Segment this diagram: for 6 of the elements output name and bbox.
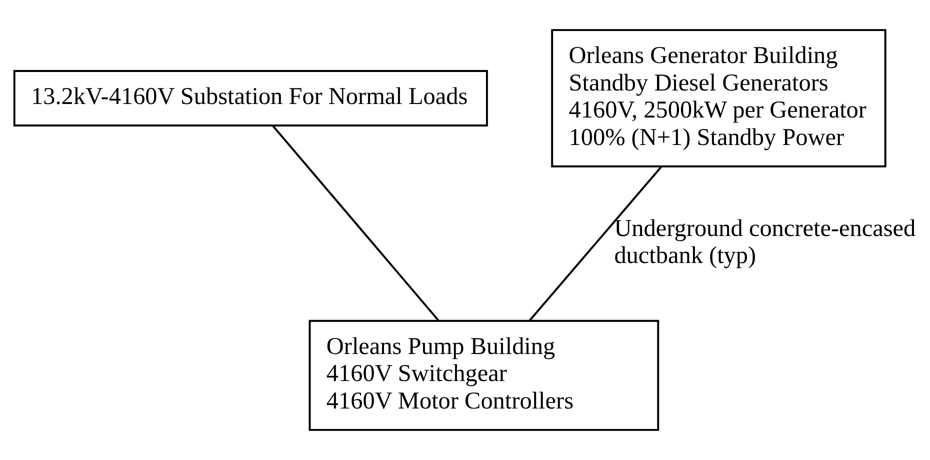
connector xyxy=(528,166,662,322)
edge-label: Underground concrete-encased ductbank (typ) xyxy=(614,214,916,270)
connector xyxy=(272,124,440,322)
node-box: Orleans Generator Building Standby Diesel Generators 4160V, 2500kW per Generator 100% (N+1) Standby Power xyxy=(551,29,886,168)
node-box: Orleans Pump Building 4160V Switchgear 4160V Motor Controllers xyxy=(308,320,660,431)
node-box: 13.2kV-4160V Substation For Normal Loads xyxy=(13,70,488,126)
